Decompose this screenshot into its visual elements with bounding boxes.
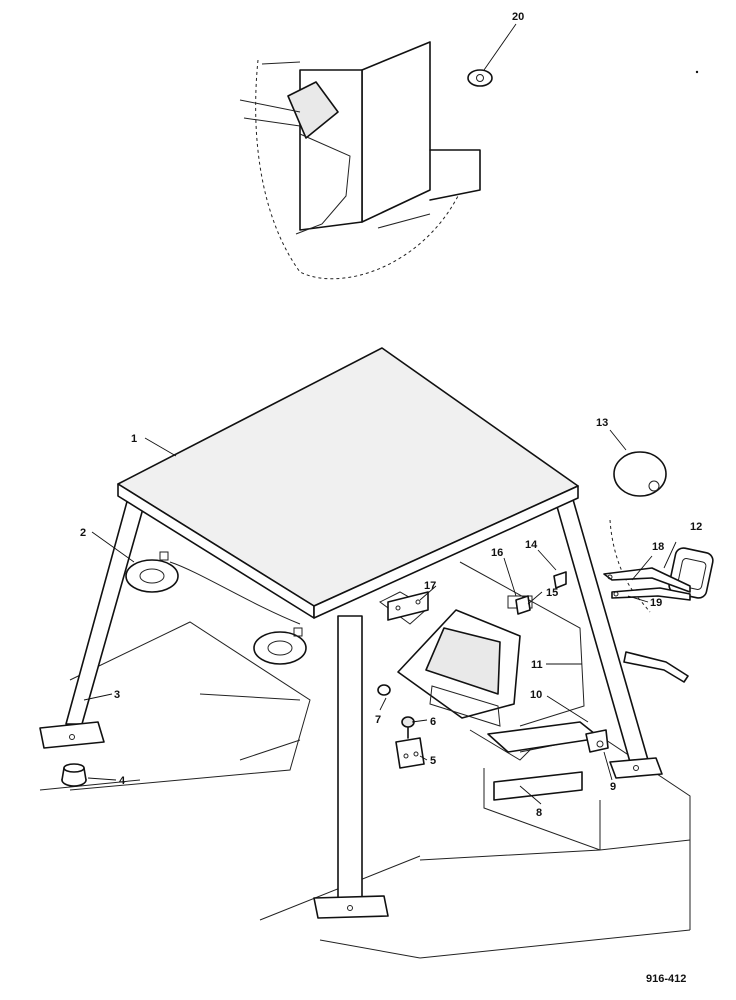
canopy-roof: [117, 347, 579, 619]
callout-9: 9: [610, 781, 616, 793]
callout-17: 17: [424, 580, 436, 592]
leader-lines: [83, 23, 677, 805]
callout-20: 20: [512, 11, 524, 23]
wiring-harness: [169, 561, 301, 625]
callout-14: 14: [525, 539, 538, 551]
rubber-mount-icon: [61, 763, 87, 787]
instrument-console: [379, 561, 601, 801]
cable-clip-icon: [515, 571, 567, 615]
callout-7: 7: [375, 714, 381, 726]
speck: [695, 70, 699, 74]
relay-bracket-icon: [585, 729, 609, 753]
callout-10: 10: [530, 689, 542, 701]
work-lamp-rear-icon: [125, 551, 179, 593]
work-lamp-front-icon: [253, 627, 307, 665]
callout-3: 3: [114, 689, 120, 701]
callout-18: 18: [652, 541, 664, 553]
lamp-bracket-icon: [603, 567, 691, 683]
callout-13: 13: [596, 417, 608, 429]
figure-id: 916-412: [646, 973, 686, 985]
callout-19: 19: [650, 597, 662, 609]
callout-11: 11: [531, 659, 543, 671]
mounting-plate-icon: [387, 591, 429, 621]
callout-2: 2: [80, 527, 86, 539]
callout-12: 12: [690, 521, 702, 533]
callout-1: 1: [131, 433, 137, 445]
callout-5: 5: [430, 755, 436, 767]
light-switch-icon: [395, 716, 425, 769]
rotary-switch-icon: [467, 69, 493, 87]
callout-15: 15: [546, 587, 558, 599]
indicator-lamp-icon: [377, 684, 391, 696]
callout-8: 8: [536, 807, 542, 819]
callout-16: 16: [491, 547, 503, 559]
callout-labels: 1 2 3 4 5 6 7 8 9 10 11 12 13 14 15 16 1…: [80, 11, 702, 819]
inset-detail: [239, 41, 493, 280]
callout-4: 4: [119, 775, 126, 787]
callout-6: 6: [430, 716, 436, 728]
